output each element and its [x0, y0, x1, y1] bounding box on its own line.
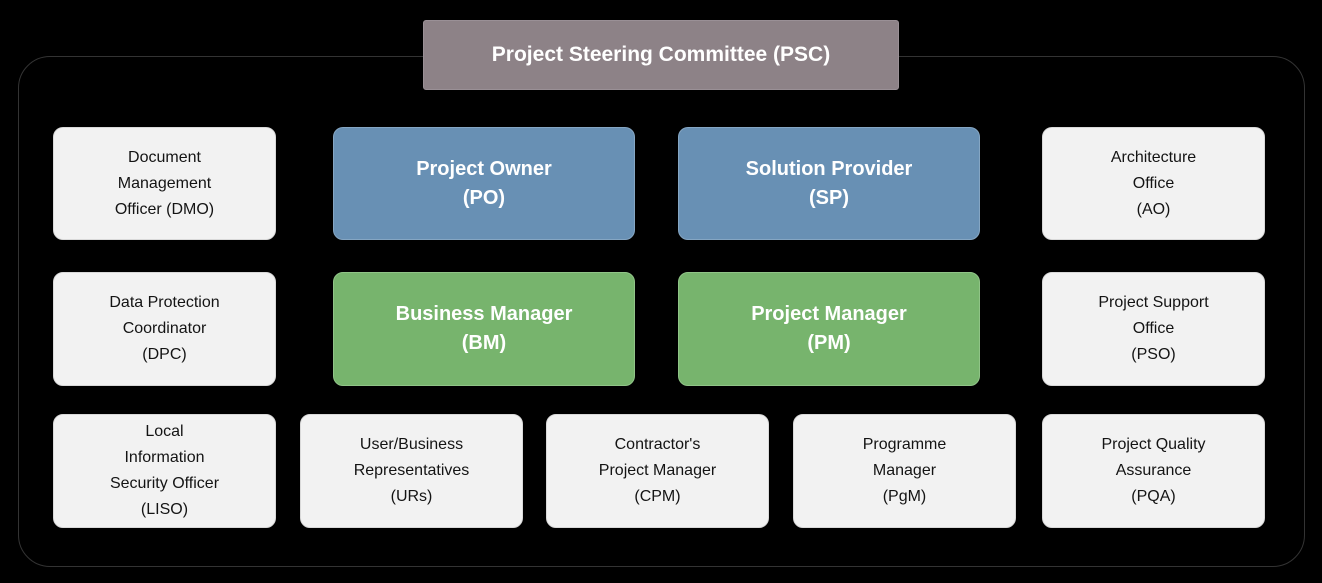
box-data-protection-coordinator: Data Protection Coordinator (DPC)	[53, 272, 276, 386]
box-contractors-project-manager: Contractor's Project Manager (CPM)	[546, 414, 769, 528]
box-project-steering-committee: Project Steering Committee (PSC)	[423, 20, 899, 90]
box-business-manager: Business Manager (BM)	[333, 272, 635, 386]
box-project-manager: Project Manager (PM)	[678, 272, 980, 386]
box-project-quality-assurance: Project Quality Assurance (PQA)	[1042, 414, 1265, 528]
box-document-management-officer: Document Management Officer (DMO)	[53, 127, 276, 240]
box-local-information-security-officer: Local Information Security Officer (LISO…	[53, 414, 276, 528]
box-architecture-office: Architecture Office (AO)	[1042, 127, 1265, 240]
box-programme-manager: Programme Manager (PgM)	[793, 414, 1016, 528]
box-project-owner: Project Owner (PO)	[333, 127, 635, 240]
box-solution-provider: Solution Provider (SP)	[678, 127, 980, 240]
box-project-support-office: Project Support Office (PSO)	[1042, 272, 1265, 386]
box-user-business-representatives: User/Business Representatives (URs)	[300, 414, 523, 528]
